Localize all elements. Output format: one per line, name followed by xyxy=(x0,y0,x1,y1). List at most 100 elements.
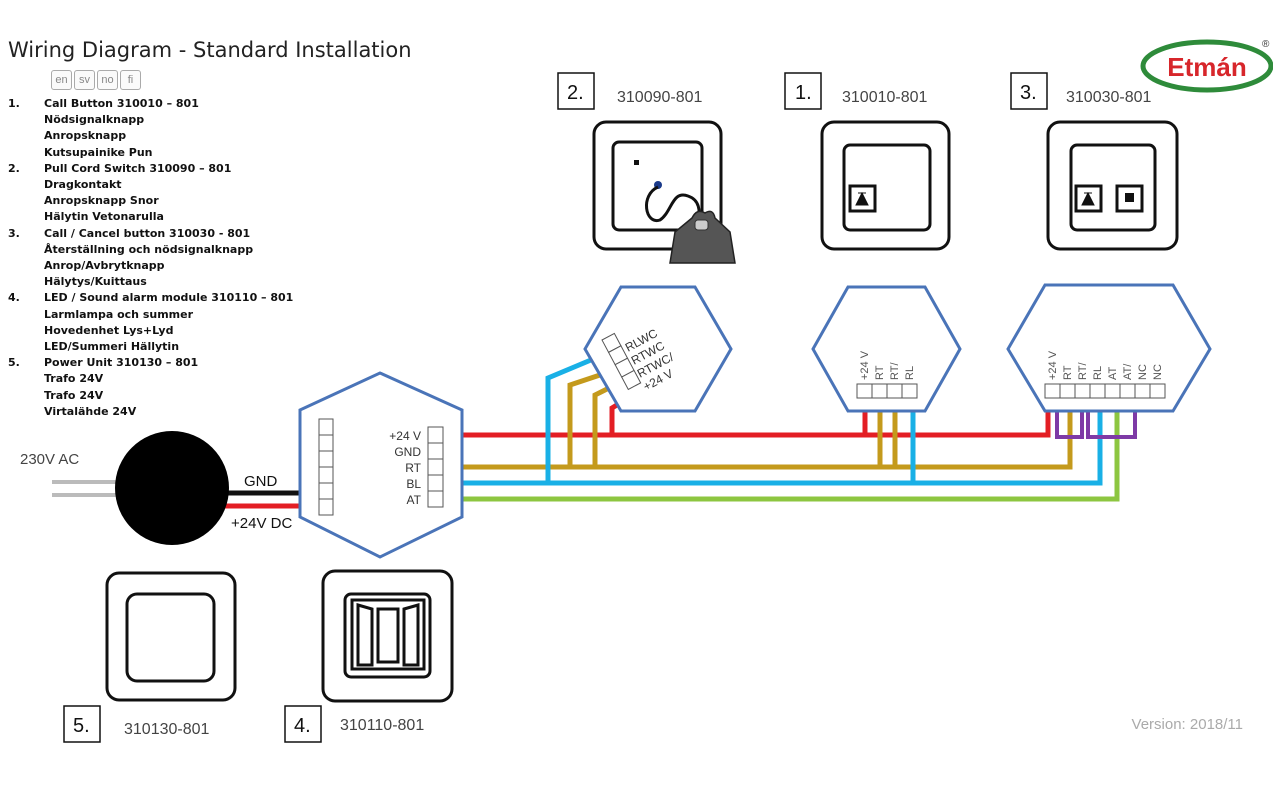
wire-at-green xyxy=(443,398,1120,502)
legend-line: LED/Summeri Hällytin xyxy=(44,340,180,354)
legend-line: Återställning och nödsignalknapp xyxy=(44,242,254,256)
legend-line: Kutsupainike Pun xyxy=(44,145,153,159)
etman-logo: Etmán ® xyxy=(1140,39,1273,93)
callbutton-terminal-strip xyxy=(856,383,918,399)
central-left-terminal-strip xyxy=(318,418,334,516)
device-4-led-sound-module xyxy=(321,569,454,703)
callbutton-terminal-label: RT/ xyxy=(889,362,901,380)
legend-number: 4. xyxy=(8,291,20,305)
legend-line: Pull Cord Switch 310090 – 801 xyxy=(44,161,232,175)
legend-line: Larmlampa och summer xyxy=(44,307,194,321)
callbutton-terminal-label: RL xyxy=(904,366,916,380)
central-terminal-label: AT xyxy=(407,493,422,507)
legend-line: Anrop/Avbrytknapp xyxy=(44,259,165,273)
device-5-code: 310130-801 xyxy=(124,721,210,738)
pullcord-terminal-strip xyxy=(601,332,642,391)
legend-item: 4. LED / Sound alarm module 310110 – 801… xyxy=(8,290,308,355)
callcancel-terminal-label: NC xyxy=(1152,364,1164,380)
callcancel-terminal-label: RL xyxy=(1092,366,1104,380)
callcancel-terminal-label: RT/ xyxy=(1077,362,1089,380)
callcancel-terminal-label: AT/ xyxy=(1122,363,1134,380)
legend-number: 3. xyxy=(8,226,20,240)
legend-line: Hälytys/Kuittaus xyxy=(44,275,147,289)
dc-label: +24V DC xyxy=(231,515,292,532)
legend-number: 1. xyxy=(8,97,20,110)
legend-line: Anropsknapp xyxy=(44,129,127,143)
device-1-number: 1. xyxy=(795,82,812,104)
led-lens-icon xyxy=(350,598,426,671)
legend-line: Nödsignalknapp xyxy=(44,113,145,127)
pull-cord-icon xyxy=(644,185,701,222)
legend-line: Trafo 24V xyxy=(44,388,104,402)
callcancel-hexagon xyxy=(1006,283,1212,413)
central-terminal-labels: +24 V GND RT BL AT xyxy=(389,429,421,507)
device-2-number: 2. xyxy=(567,82,584,104)
pull-handle-icon xyxy=(669,210,736,264)
device-4-code: 310110-801 xyxy=(340,717,424,734)
lang-fi-button[interactable]: fi xyxy=(120,70,141,90)
legend-line: Hovedenhet Lys+Lyd xyxy=(44,323,174,337)
device-5-number: 5. xyxy=(73,715,90,737)
number-boxes xyxy=(63,72,1048,743)
device-4-number: 4. xyxy=(294,715,311,737)
wire-purple-jumpers xyxy=(1055,398,1137,439)
version-label: Version: 2018/11 xyxy=(1131,716,1243,733)
device-1-code: 310010-801 xyxy=(842,89,928,106)
pullcord-hexagon xyxy=(583,285,733,413)
device-2-pullcord-switch xyxy=(592,120,736,264)
legend-item: 5. Power Unit 310130 – 801 Trafo 24V Tra… xyxy=(8,355,308,420)
central-module-hexagon xyxy=(298,371,464,559)
central-right-terminal-strip xyxy=(427,426,444,508)
wire-24v-red xyxy=(443,397,1051,438)
wire-rt-gold xyxy=(443,367,1073,470)
callbutton-terminal-label: +24 V xyxy=(859,350,871,380)
lang-no-button[interactable]: no xyxy=(97,70,118,90)
component-legend: 1. Call Button 310010 – 801 Nödsignalkna… xyxy=(8,96,308,420)
legend-number: 2. xyxy=(8,161,20,175)
legend-line: Trafo 24V xyxy=(44,372,104,386)
wire-bl-blue xyxy=(443,349,1103,486)
gnd-label: GND xyxy=(244,473,278,490)
mains-input-label: 230V AC xyxy=(20,451,79,468)
callcancel-terminal-label: RT xyxy=(1062,365,1074,380)
central-terminal-label: BL xyxy=(406,477,421,491)
callcancel-terminal-label: +24 V xyxy=(1047,350,1059,380)
legend-line: Hälytin Vetonarulla xyxy=(44,210,164,224)
callbutton-hexagon xyxy=(811,285,962,413)
registered-mark: ® xyxy=(1262,39,1270,50)
device-3-number: 3. xyxy=(1020,82,1037,104)
legend-item: 3. Call / Cancel button 310030 - 801 Åte… xyxy=(8,226,308,291)
device-1-call-button xyxy=(820,120,951,251)
device-2-code: 310090-801 xyxy=(617,89,703,106)
legend-line: Call Button 310010 – 801 xyxy=(44,97,199,110)
page-title: Wiring Diagram - Standard Installation xyxy=(8,38,412,62)
lang-en-button[interactable]: en xyxy=(51,70,72,90)
callcancel-terminal-label: NC xyxy=(1137,364,1149,380)
legend-number: 5. xyxy=(8,356,20,370)
legend-line: Call / Cancel button 310030 - 801 xyxy=(44,226,251,240)
device-3-call-cancel-button xyxy=(1046,120,1179,251)
callcancel-terminal-strip xyxy=(1044,383,1166,399)
device-5-power-unit xyxy=(105,571,237,702)
callbutton-terminal-label: RT xyxy=(874,365,886,380)
legend-line: Anropsknapp Snor xyxy=(44,194,159,208)
legend-line: Power Unit 310130 – 801 xyxy=(44,356,199,370)
device-3-code: 310030-801 xyxy=(1066,89,1152,106)
language-switcher: en sv no fi xyxy=(51,70,141,90)
legend-item: 1. Call Button 310010 – 801 Nödsignalkna… xyxy=(8,96,308,161)
legend-line: Dragkontakt xyxy=(44,178,122,192)
lang-sv-button[interactable]: sv xyxy=(74,70,95,90)
legend-item: 2. Pull Cord Switch 310090 – 801 Dragkon… xyxy=(8,161,308,226)
callcancel-terminal-label: AT xyxy=(1107,366,1119,380)
central-terminal-label: +24 V xyxy=(389,429,421,443)
central-terminal-label: GND xyxy=(394,445,421,459)
central-terminal-label: RT xyxy=(405,461,421,475)
logo-text: Etmán xyxy=(1167,52,1246,82)
legend-line: LED / Sound alarm module 310110 – 801 xyxy=(44,291,294,305)
transformer-icon xyxy=(115,431,229,545)
legend-line: Virtalähde 24V xyxy=(44,404,137,418)
wire-230v-mains xyxy=(52,480,118,497)
